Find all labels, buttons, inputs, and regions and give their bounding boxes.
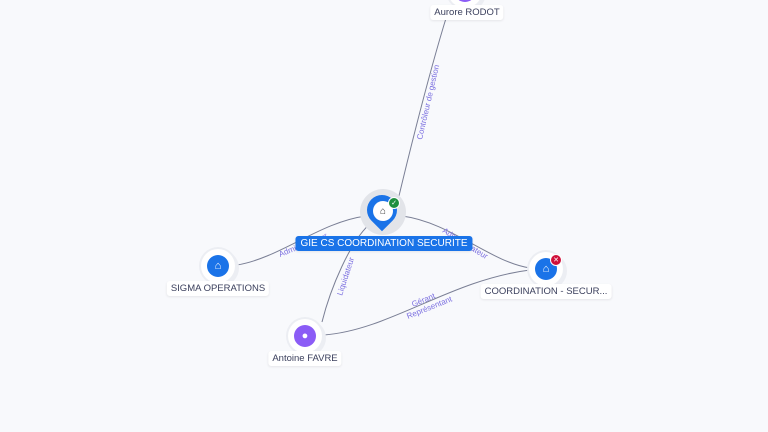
building-icon: ⌂ (207, 255, 229, 277)
node-label-main[interactable]: GIE CS COORDINATION SECURITE (295, 236, 473, 251)
close-icon: ✕ (550, 254, 562, 266)
edge-label: Liquidateur (335, 256, 356, 297)
person-icon: ● (454, 0, 476, 2)
node-coordination[interactable]: ⌂ (529, 252, 563, 286)
node-sigma[interactable]: ⌂ (201, 249, 235, 283)
node-label[interactable]: SIGMA OPERATIONS (166, 281, 270, 296)
node-label[interactable]: Antoine FAVRE (268, 351, 342, 366)
person-icon: ● (294, 325, 316, 347)
node-aurore[interactable]: ● (448, 0, 482, 8)
edge-antoine-center (321, 221, 373, 323)
check-icon: ✓ (388, 197, 400, 209)
node-antoine[interactable]: ● (288, 319, 322, 353)
edge-antoine-coordination (323, 269, 531, 336)
edge-aurore-center (397, 14, 448, 201)
edge-label: Contrôleur de gestion (415, 64, 441, 141)
node-label[interactable]: COORDINATION - SECUR... (480, 284, 612, 299)
node-label[interactable]: Aurore RODOT (430, 5, 504, 20)
